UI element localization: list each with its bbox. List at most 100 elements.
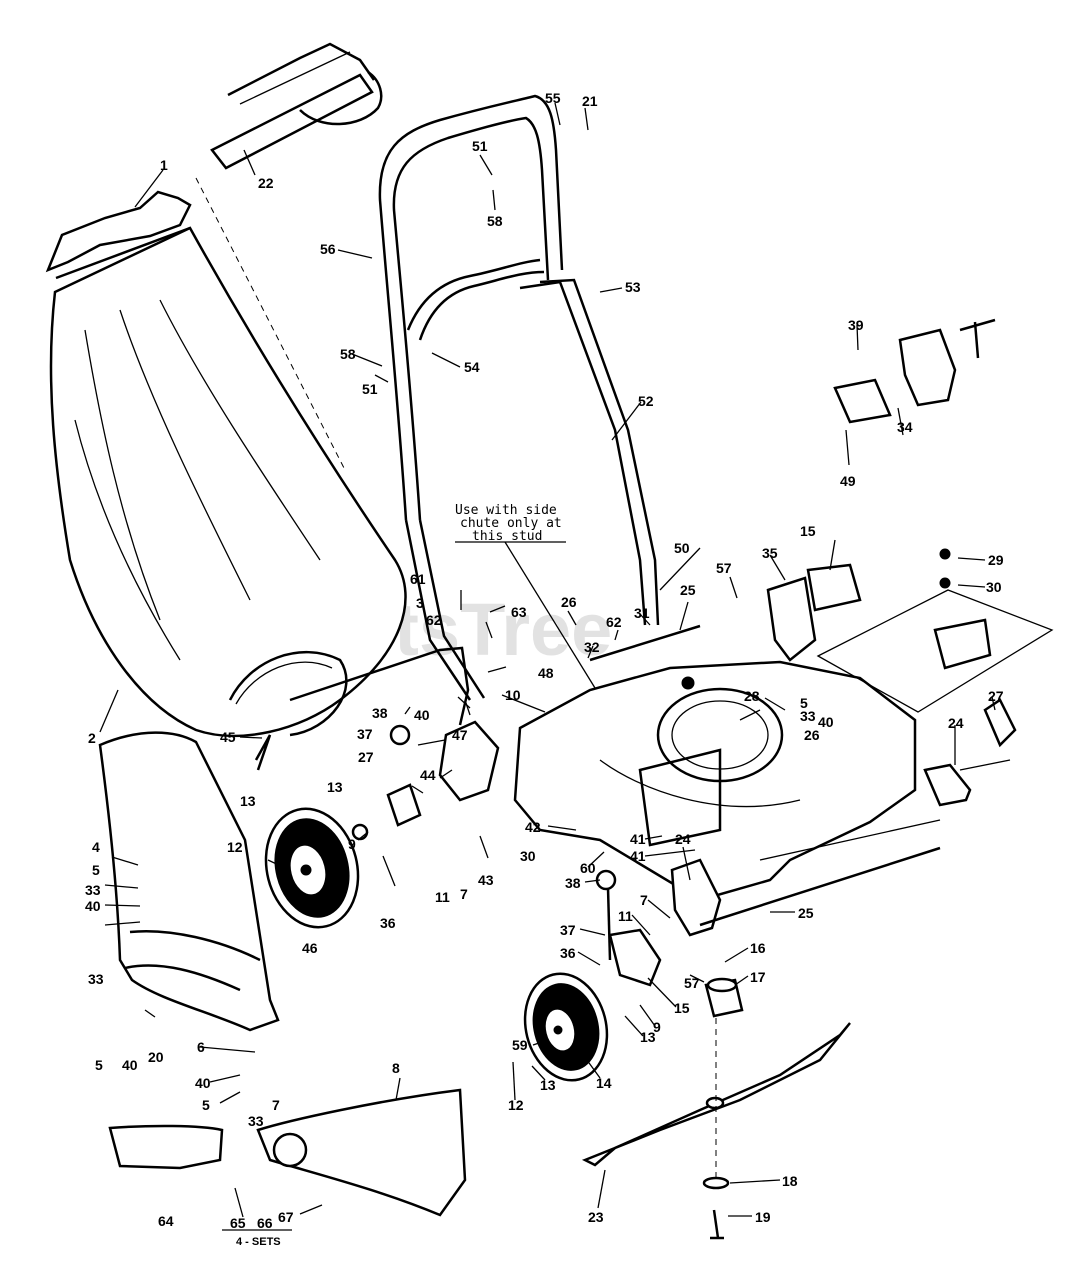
- callout-12a: 12: [227, 839, 243, 855]
- callout-33b: 33: [88, 971, 104, 987]
- callout-50: 50: [674, 540, 690, 556]
- callout-36a: 36: [380, 915, 396, 931]
- callout-5a: 5: [92, 862, 100, 878]
- blade-drawing: [581, 1022, 851, 1167]
- callout-9a: 9: [348, 836, 356, 852]
- callout-4: 4: [92, 839, 100, 855]
- callout-25a: 25: [680, 582, 696, 598]
- rear-right-bracket-drawing: [923, 698, 1017, 807]
- callout-10: 10: [505, 687, 521, 703]
- callout-66: 66: [257, 1215, 273, 1231]
- deflector-drawing: [108, 1088, 467, 1217]
- callout-40c: 40: [195, 1075, 211, 1091]
- callout-36b: 36: [560, 945, 576, 961]
- callout-21: 21: [582, 93, 598, 109]
- callout-5c: 5: [202, 1097, 210, 1113]
- callout-62b: 62: [606, 614, 622, 630]
- callout-62a: 62: [426, 612, 442, 628]
- lower-handle-drawing: [404, 278, 660, 701]
- callout-55: 55: [545, 90, 561, 106]
- callout-24a: 24: [948, 715, 964, 731]
- callout-15b: 15: [674, 1000, 690, 1016]
- callout-17: 17: [750, 969, 766, 985]
- callout-43: 43: [478, 872, 494, 888]
- callout-60: 60: [580, 860, 596, 876]
- bag-frame-drawing: [45, 190, 192, 280]
- callout-67: 67: [278, 1209, 294, 1225]
- mower-deck-drawing: [513, 660, 941, 902]
- callout-47: 47: [452, 727, 468, 743]
- callout-54: 54: [464, 359, 480, 375]
- callout-8: 8: [392, 1060, 400, 1076]
- callout-31: 31: [634, 605, 650, 621]
- callout-34: 34: [897, 419, 913, 435]
- bag-handle-drawing: [210, 42, 383, 170]
- callout-6: 6: [197, 1039, 205, 1055]
- callout-35: 35: [762, 545, 778, 561]
- leader-lines: [99, 102, 996, 1218]
- callout-13b: 13: [327, 779, 343, 795]
- callout-11b: 11: [618, 908, 633, 924]
- callout-5b: 5: [95, 1057, 103, 1073]
- callout-38b: 38: [565, 875, 581, 891]
- blade-adapter-drawing: [702, 977, 744, 1240]
- callout-33a: 33: [85, 882, 101, 898]
- callout-33d: 33: [800, 708, 816, 724]
- callout-39: 39: [848, 317, 864, 333]
- callout-13a: 13: [240, 793, 256, 809]
- note-line-1: Use with side: [455, 503, 557, 518]
- callout-40e: 40: [818, 714, 834, 730]
- callout-40d: 40: [414, 707, 430, 723]
- callout-63: 63: [511, 604, 527, 620]
- callout-53: 53: [625, 279, 641, 295]
- callout-7b: 7: [460, 886, 468, 902]
- callout-40a: 40: [85, 898, 101, 914]
- callout-16: 16: [750, 940, 766, 956]
- callout-41b: 41: [630, 848, 646, 864]
- callout-26b: 26: [804, 727, 820, 743]
- callout-23: 23: [588, 1209, 604, 1225]
- throttle-control-drawing: [833, 318, 996, 424]
- callout-27b: 27: [988, 688, 1004, 704]
- callout-44: 44: [420, 767, 436, 783]
- callout-20: 20: [148, 1049, 164, 1065]
- callout-58b: 58: [340, 346, 356, 362]
- front-bracket-drawing: [595, 858, 722, 987]
- callout-56: 56: [320, 241, 336, 257]
- callout-25b: 25: [798, 905, 814, 921]
- callout-64: 64: [158, 1213, 174, 1229]
- callout-19: 19: [755, 1209, 771, 1225]
- callout-40b: 40: [122, 1057, 138, 1073]
- callout-45: 45: [220, 729, 236, 745]
- callout-13d: 13: [540, 1077, 556, 1093]
- callout-1: 1: [160, 157, 168, 173]
- callout-59: 59: [512, 1037, 528, 1053]
- callout-51b: 51: [362, 381, 378, 397]
- callout-33c: 33: [248, 1113, 264, 1129]
- callout-11a: 11: [435, 889, 450, 905]
- callout-7a: 7: [272, 1097, 280, 1113]
- grass-bag-drawing: [49, 226, 407, 738]
- side-chute-note: Use with side chute only at this stud: [455, 503, 562, 544]
- rear-wheel-drawing: [264, 807, 360, 929]
- callout-37b: 37: [560, 922, 576, 938]
- callout-58a: 58: [487, 213, 503, 229]
- callout-42: 42: [525, 819, 541, 835]
- callout-18: 18: [782, 1173, 798, 1189]
- callout-26a: 26: [561, 594, 577, 610]
- callout-49: 49: [840, 473, 856, 489]
- engine-plate-drawing: [816, 548, 1054, 713]
- callout-38a: 38: [372, 705, 388, 721]
- callout-48: 48: [538, 665, 554, 681]
- callout-15a: 15: [800, 523, 816, 539]
- callout-37a: 37: [357, 726, 373, 742]
- callout-labels: 1 22 2 3 4 5 33 40 33 5 40 20 6 40 5 33 …: [85, 90, 1004, 1231]
- callout-2: 2: [88, 730, 96, 746]
- callout-12b: 12: [508, 1097, 524, 1113]
- callout-5d: 5: [800, 695, 808, 711]
- callout-9b: 9: [653, 1019, 661, 1035]
- callout-46: 46: [302, 940, 318, 956]
- callout-14: 14: [596, 1075, 612, 1091]
- callout-57a: 57: [716, 560, 732, 576]
